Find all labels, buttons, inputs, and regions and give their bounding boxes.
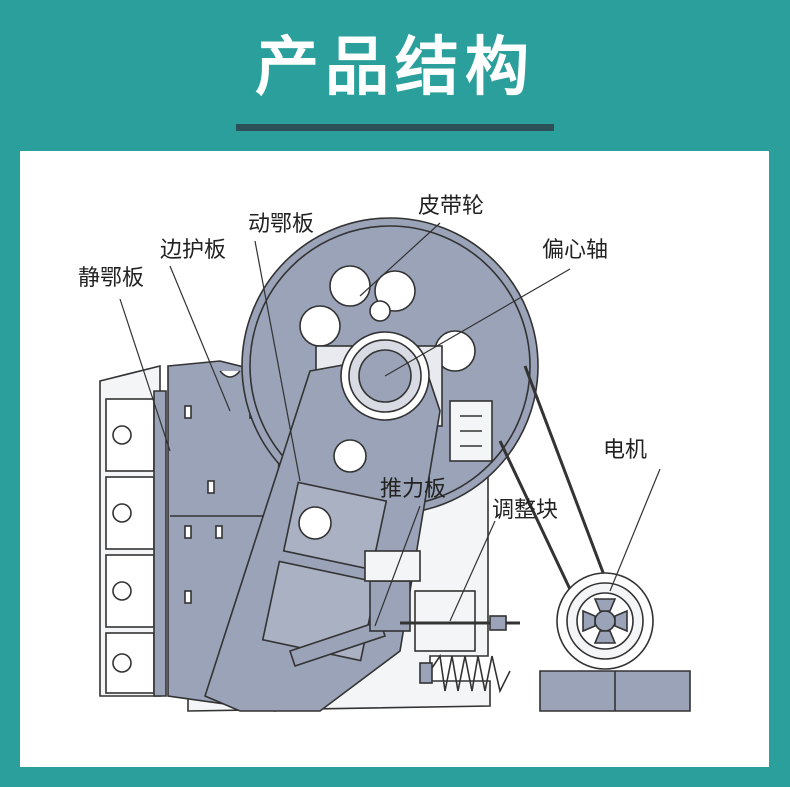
label-motor: 电机 xyxy=(603,438,647,463)
page-title: 产品结构 xyxy=(255,31,535,105)
diagram-panel: 静鄂板 边护板 动鄂板 皮带轮 偏心轴 电机 推力板 调整块 xyxy=(20,151,769,767)
label-static-jaw-plate: 静鄂板 xyxy=(78,266,144,291)
label-eccentric-shaft: 偏心轴 xyxy=(542,238,608,263)
jaw-crusher-diagram: 静鄂板 边护板 动鄂板 皮带轮 偏心轴 电机 推力板 调整块 xyxy=(78,194,691,712)
static-jaw-plate-shape xyxy=(153,390,167,697)
label-side-guard-plate: 边护板 xyxy=(160,238,226,263)
tension-spring xyxy=(429,653,511,694)
label-belt-pulley: 皮带轮 xyxy=(418,194,484,219)
adjusting-block-shape xyxy=(414,590,476,652)
label-adjusting-block: 调整块 xyxy=(492,498,558,523)
toggle-plate-shape xyxy=(288,619,387,668)
label-toggle-plate: 推力板 xyxy=(380,477,446,502)
title-underline xyxy=(236,124,554,131)
label-moving-jaw-plate: 动鄂板 xyxy=(248,212,314,237)
